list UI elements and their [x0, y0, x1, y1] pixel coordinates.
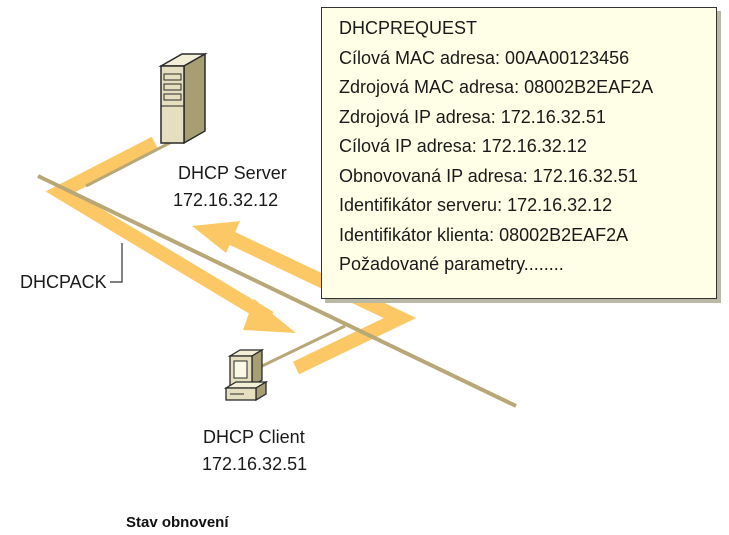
packet-field-dest-ip: Cílová IP adresa: 172.16.32.12 — [339, 136, 587, 156]
dhcprequest-arrow-tail — [219, 227, 417, 375]
dhcprequest-arrow — [192, 221, 417, 375]
packet-field-src-mac: Zdrojová MAC adresa: 08002B2EAF2A — [339, 77, 654, 97]
server-tower-front — [160, 65, 185, 144]
server-name-label: DHCP Server — [178, 163, 287, 183]
packet-field-src-ip: Zdrojová IP adresa: 172.16.32.51 — [339, 106, 606, 127]
desktop-computer-icon — [223, 348, 269, 402]
dhcprequest-packet-box: DHCPREQUEST Cílová MAC adresa: 00AA00123… — [321, 7, 717, 299]
dhcpack-arrow — [45, 136, 296, 333]
monitor-screen — [233, 360, 248, 379]
diagram-caption: Stav obnovení — [126, 514, 229, 531]
client-ip-label: 172.16.32.51 — [202, 454, 308, 474]
server-drive-bay-2 — [163, 83, 182, 91]
client-name-label: DHCP Client — [203, 427, 305, 447]
packet-field-renewed-ip: Obnovovaná IP adresa: 172.16.32.51 — [339, 165, 638, 186]
packet-field-dest-mac: Cílová MAC adresa: 00AA00123456 — [339, 47, 630, 68]
server-tower-icon — [158, 52, 208, 145]
packet-field-server-id: Identifikátor serveru: 172.16.32.12 — [339, 195, 613, 215]
dhcpack-leader-line — [110, 243, 123, 283]
server-tower-side — [183, 52, 206, 145]
packet-type-line: DHCPREQUEST — [339, 18, 478, 38]
server-drive-bay-1 — [163, 73, 182, 81]
monitor-side — [251, 348, 263, 388]
packet-field-requested-params: Požadované parametry........ — [339, 254, 564, 274]
dhcpack-arrow-head — [243, 299, 296, 333]
server-ip-label: 172.16.32.12 — [173, 190, 279, 210]
dhcprequest-arrow-head — [192, 221, 240, 253]
dhcpack-arrow-tail — [45, 136, 274, 325]
client-connection-line — [261, 324, 346, 368]
server-drive-bay-3 — [163, 93, 182, 101]
packet-field-client-id: Identifikátor klienta: 08002B2EAF2A — [339, 224, 629, 245]
dhcpack-label: DHCPACK — [20, 272, 107, 292]
network-backbone-line — [37, 174, 517, 408]
